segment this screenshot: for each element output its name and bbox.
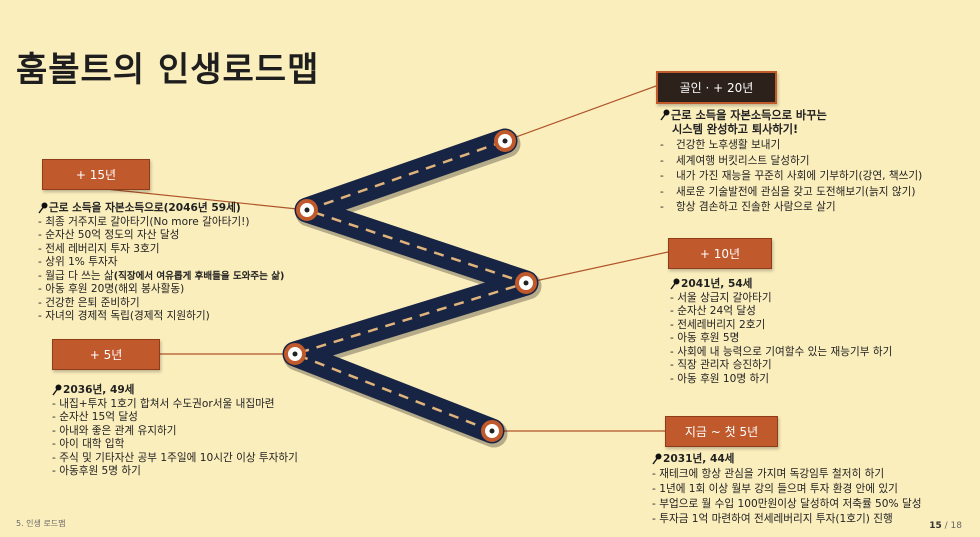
stage-block-now: 2031년, 44세 재테크에 항상 관심을 가지며 독강임투 철저히 하기 1… <box>652 453 921 527</box>
page-total: 18 <box>950 521 962 531</box>
stage-heading-plus5-text: 2036년, 49세 <box>63 384 135 396</box>
stage-block-plus20: 근로 소득을 자본소득으로 바꾸는 시스템 완성하고 퇴사하기! 건강한 노후생… <box>660 109 922 215</box>
list-item: 순자산 15억 달성 <box>52 411 298 425</box>
list-item: 건강한 노후생활 보내기 <box>660 139 922 153</box>
connector-line-plus15 <box>95 187 308 211</box>
list-item: 전세 레버리지 투자 3호기 <box>38 243 284 257</box>
pin-icon <box>38 202 48 214</box>
list-item: 아동 후원 10명 하기 <box>670 373 892 387</box>
milestone-markers <box>284 130 537 442</box>
stage-list-plus10: 서울 상급지 갈아타기 순자산 24억 달성 전세레버리지 2호기 아동 후원 … <box>670 292 892 387</box>
stage-label-plus5-text: + 5년 <box>89 348 123 362</box>
stage-heading-plus20-line2: 시스템 완성하고 퇴사하기! <box>672 123 799 136</box>
list-item: 아동 후원 20명(해외 봉사활동) <box>38 283 284 297</box>
stage-label-now-text: 지금 ~ 첫 5년 <box>684 425 759 439</box>
stage-block-plus5: 2036년, 49세 내집+투자 1호기 합쳐서 수도권or서울 내집마련 순자… <box>52 384 298 479</box>
road-body <box>282 128 539 444</box>
list-item: 아동후원 5명 하기 <box>52 465 298 479</box>
stage-label-plus20-text: 골인 · + 20년 <box>679 81 754 95</box>
stage-heading-now: 2031년, 44세 <box>652 453 921 467</box>
stage-label-plus15: + 15년 <box>42 159 150 190</box>
stage-heading-plus10-text: 2041년, 54세 <box>681 278 753 290</box>
connector-line-plus20 <box>504 85 657 142</box>
list-item: 상위 1% 투자자 <box>38 256 284 270</box>
list-item: 순자산 24억 달성 <box>670 305 892 319</box>
milestone-marker-plus5 <box>284 343 306 365</box>
page-current: 15 <box>929 521 942 531</box>
stage-list-plus20: 건강한 노후생활 보내기 세계여행 버킷리스트 달성하기 내가 가진 재능을 꾸… <box>660 139 922 215</box>
stage-heading-plus15-text: 근로 소득을 자본소득으로(2046년 59세) <box>49 202 241 214</box>
list-item: 부업으로 월 수입 100만원이상 달성하여 저축률 50% 달성 <box>652 497 921 512</box>
connector-line-plus10 <box>525 251 669 284</box>
connector-lines <box>95 85 669 432</box>
list-item: 투자금 1억 마련하여 전세레버리지 투자(1호기) 진행 <box>652 512 921 527</box>
stage-block-plus10: 2041년, 54세 서울 상급지 갈아타기 순자산 24억 달성 전세레버리지… <box>670 278 892 386</box>
stage-label-now: 지금 ~ 첫 5년 <box>665 416 778 447</box>
list-item: 주식 및 기타자산 공부 1주일에 10시간 이상 투자하기 <box>52 452 298 466</box>
list-item: 직장 관리자 승진하기 <box>670 359 892 373</box>
pin-icon <box>660 109 670 121</box>
list-item: 아내와 좋은 관계 유지하기 <box>52 425 298 439</box>
list-item: 건강한 은퇴 준비하기 <box>38 297 284 311</box>
list-item-text: 월급 다 쓰는 삶 <box>45 269 114 282</box>
list-item: 월급 다 쓰는 삶(직장에서 여유롭게 후배들을 도와주는 삶) <box>38 270 284 284</box>
list-item: 전세레버리지 2호기 <box>670 319 892 333</box>
stage-label-plus10: + 10년 <box>668 238 772 269</box>
page-separator: / <box>944 521 948 531</box>
list-item: 재테크에 항상 관심을 가지며 독강임투 철저히 하기 <box>652 467 921 482</box>
list-item: 새로운 기술발전에 관심을 갖고 도전해보기(늙지 않기) <box>660 186 922 200</box>
milestone-marker-plus10 <box>515 272 537 294</box>
list-item: 아이 대학 입학 <box>52 438 298 452</box>
stage-heading-plus5: 2036년, 49세 <box>52 384 298 398</box>
pin-icon <box>652 453 662 465</box>
list-item: 내집+투자 1호기 합쳐서 수도권or서울 내집마련 <box>52 398 298 412</box>
list-item: 순자산 50억 정도의 자산 달성 <box>38 229 284 243</box>
milestone-marker-plus20 <box>494 130 516 152</box>
stage-block-plus15: 근로 소득을 자본소득으로(2046년 59세) 최종 거주지로 갈아타기(No… <box>38 202 284 324</box>
stage-label-plus15-text: + 15년 <box>75 168 117 182</box>
footer-section: 5. 인생 로드맵 <box>16 519 66 528</box>
stage-label-plus5: + 5년 <box>52 339 160 370</box>
milestone-marker-plus15 <box>296 199 318 221</box>
stage-label-plus20: 골인 · + 20년 <box>656 71 777 104</box>
stage-heading-plus10: 2041년, 54세 <box>670 278 892 292</box>
stage-list-now: 재테크에 항상 관심을 가지며 독강임투 철저히 하기 1년에 1회 이상 월부… <box>652 467 921 527</box>
stage-heading-now-text: 2031년, 44세 <box>663 453 735 465</box>
list-item: 내가 가진 재능을 꾸준히 사회에 기부하기(강연, 책쓰기) <box>660 170 922 184</box>
list-item-note: (직장에서 여유롭게 후배들을 도와주는 삶) <box>113 270 285 282</box>
list-item: 세계여행 버킷리스트 달성하기 <box>660 155 922 169</box>
stage-list-plus5: 내집+투자 1호기 합쳐서 수도권or서울 내집마련 순자산 15억 달성 아내… <box>52 398 298 479</box>
list-item: 1년에 1회 이상 월부 강의 들으며 투자 환경 안에 있기 <box>652 482 921 497</box>
stage-heading-plus20-line1: 근로 소득을 자본소득으로 바꾸는 <box>671 109 827 122</box>
stage-label-plus10-text: + 10년 <box>699 247 741 261</box>
stage-heading-plus15: 근로 소득을 자본소득으로(2046년 59세) <box>38 202 284 216</box>
milestone-marker-now <box>481 420 503 442</box>
list-item: 서울 상급지 갈아타기 <box>670 292 892 306</box>
stage-list-plus15: 최종 거주지로 갈아타기(No more 갈아타기!) 순자산 50억 정도의 … <box>38 216 284 324</box>
list-item: 사회에 내 능력으로 기여할수 있는 재능기부 하기 <box>670 346 892 360</box>
stage-heading-plus20: 근로 소득을 자본소득으로 바꾸는 시스템 완성하고 퇴사하기! <box>660 109 922 137</box>
page-number: 15 / 18 <box>929 521 962 531</box>
list-item: 자녀의 경제적 독립(경제적 지원하기) <box>38 310 284 324</box>
list-item: 최종 거주지로 갈아타기(No more 갈아타기!) <box>38 216 284 230</box>
pin-icon <box>52 384 62 396</box>
list-item: 항상 겸손하고 진솔한 사람으로 살기 <box>660 201 922 215</box>
list-item: 아동 후원 5명 <box>670 332 892 346</box>
page-title: 훔볼트의 인생로드맵 <box>16 50 320 90</box>
pin-icon <box>670 278 680 290</box>
